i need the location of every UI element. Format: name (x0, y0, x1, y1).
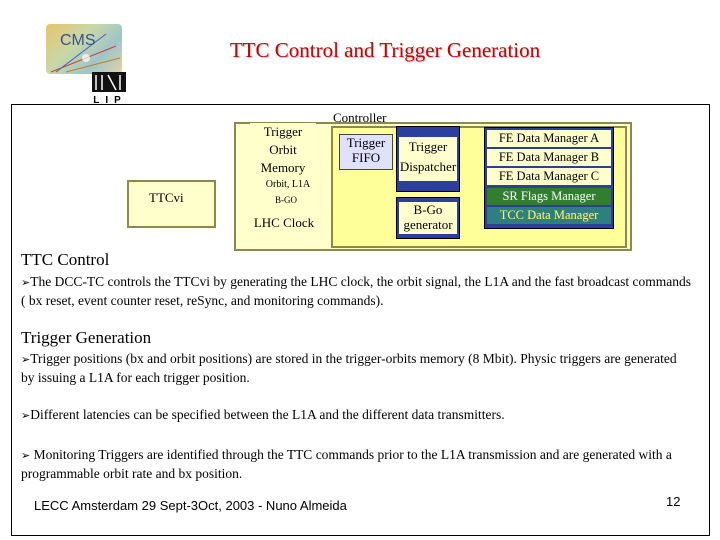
orbit-l1a-signal-label: Orbit, L1A (265, 179, 311, 190)
trigger-bullet-1-text: Trigger positions (bx and orbit position… (21, 351, 677, 385)
fe-data-manager-a: FE Data Manager A (487, 130, 611, 147)
trigger-dispatcher-box: Trigger Dispatcher (396, 126, 460, 192)
memory-line-1: Trigger (263, 124, 303, 139)
fe-data-manager-b: FE Data Manager B (487, 149, 611, 166)
trigger-bullet-3-text: Monitoring Triggers are identified throu… (21, 447, 672, 481)
fe-managers-box: FE Data Manager A FE Data Manager B FE D… (484, 127, 614, 229)
controller-label: Controller (333, 110, 387, 125)
lhc-clock-label: LHC Clock (253, 215, 315, 230)
tcc-data-manager: TCC Data Manager (487, 207, 611, 224)
trigger-bullet-1: ➢Trigger positions (bx and orbit positio… (21, 350, 693, 387)
ttc-control-body: The DCC-TC controls the TTCvi by generat… (21, 274, 691, 308)
cms-logo: CMS (46, 24, 122, 74)
footer-text: LECC Amsterdam 29 Sept-3Oct, 2003 - Nuno… (34, 498, 347, 513)
trigger-bullet-3: ➢ Monitoring Triggers are identified thr… (21, 446, 693, 483)
ttcvi-box: TTCvi (127, 180, 216, 228)
lip-logo: LIP (80, 72, 140, 104)
trigger-fifo-box: Trigger FIFO (339, 134, 393, 170)
arrow-bullet-icon: ➢ (21, 353, 31, 366)
trigger-bullet-2-text: Different latencies can be specified bet… (30, 407, 505, 422)
trigger-generation-heading: Trigger Generation (21, 328, 152, 347)
b-go-generator-box: B-Go generator (396, 197, 460, 239)
b-go-signal-label: B-GO (275, 195, 297, 205)
cms-logo-text: CMS (60, 32, 96, 49)
lip-logo-text: LIP (93, 95, 127, 104)
dispatcher-line-1: Trigger (408, 139, 448, 154)
page-number: 12 (666, 494, 681, 509)
slide-frame (11, 104, 710, 536)
fe-data-manager-c: FE Data Manager C (487, 168, 611, 185)
cms-logo-graphic (50, 33, 121, 73)
dispatcher-line-2: Dispatcher (399, 159, 457, 174)
arrow-bullet-icon: ➢ (21, 449, 31, 462)
memory-line-3: Memory (260, 160, 306, 175)
memory-line-2: Orbit (269, 142, 297, 157)
arrow-bullet-icon: ➢ (21, 276, 31, 289)
trigger-orbit-memory: Trigger Orbit Memory (250, 123, 316, 177)
bgo-line-1: B-Go (413, 202, 443, 217)
ttc-control-text: ➢The DCC-TC controls the TTCvi by genera… (21, 273, 693, 310)
ttcvi-label: TTCvi (149, 190, 184, 205)
slide-title: TTC Control and Trigger Generation (229, 38, 541, 62)
bgo-line-2: generator (403, 217, 453, 232)
ttc-control-heading: TTC Control (21, 250, 110, 269)
trigger-bullet-2: ➢Different latencies can be specified be… (21, 406, 693, 425)
fifo-line-1: Trigger (346, 135, 386, 150)
fifo-line-2: FIFO (351, 150, 381, 165)
sr-flags-manager: SR Flags Manager (487, 188, 611, 205)
arrow-bullet-icon: ➢ (21, 409, 31, 422)
